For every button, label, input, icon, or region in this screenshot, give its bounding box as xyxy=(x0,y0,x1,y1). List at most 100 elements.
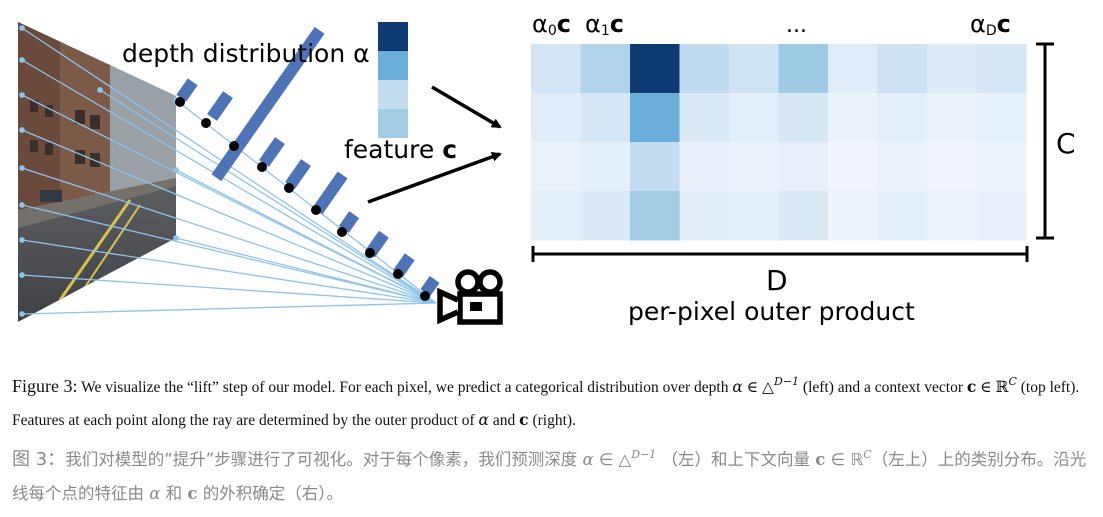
ray-8 xyxy=(21,302,437,315)
depth-bar-1 xyxy=(207,91,233,121)
matrix-cell-1-1 xyxy=(580,93,631,143)
ray-tip-8 xyxy=(19,311,25,317)
matrix-cell-1-4 xyxy=(729,93,779,143)
matrix-cell-2-8 xyxy=(927,142,977,192)
ray-point-2 xyxy=(229,141,239,151)
ray-sample-points xyxy=(175,97,430,301)
matrix-cell-0-1 xyxy=(580,44,631,94)
matrix-cell-0-4 xyxy=(729,44,779,94)
ray-tip-6 xyxy=(19,237,25,243)
feature-cell-2 xyxy=(378,80,408,109)
matrix-cell-3-8 xyxy=(927,191,977,241)
ray-tip-3 xyxy=(19,127,25,133)
feature-cell-1 xyxy=(378,51,408,80)
matrix-cell-1-6 xyxy=(828,93,878,143)
ray-11 xyxy=(175,169,437,304)
camera-icon xyxy=(437,269,503,325)
matrix-cell-3-1 xyxy=(580,191,631,241)
depth-distribution-label: depth distribution α xyxy=(122,39,370,68)
ray-6 xyxy=(21,239,437,304)
ray-12 xyxy=(175,237,437,304)
matrix-cell-2-9 xyxy=(976,142,1027,192)
d-dimension-bracket xyxy=(531,246,1029,262)
matrix-cell-3-4 xyxy=(729,191,779,241)
ray-point-7 xyxy=(365,248,375,258)
ray-tip-5 xyxy=(19,202,25,208)
matrix-cell-3-2 xyxy=(630,191,680,241)
arrow-feature-to-matrix xyxy=(367,152,502,204)
matrix-cell-0-0 xyxy=(531,44,581,94)
matrix-cell-3-3 xyxy=(679,191,730,241)
ray-point-4 xyxy=(284,183,294,193)
outer-product-label: per-pixel outer product xyxy=(628,297,915,326)
matrix-cell-3-0 xyxy=(531,191,581,241)
depth-bar-0 xyxy=(176,78,198,102)
matrix-cell-0-2 xyxy=(630,44,680,94)
matrix-cell-3-7 xyxy=(877,191,928,241)
ray-point-8 xyxy=(393,269,403,279)
ray-3 xyxy=(21,129,437,304)
depth-bar-9 xyxy=(420,276,440,296)
ray-tip-7 xyxy=(19,272,25,278)
caption-english: Figure 3: We visualize the “lift” step o… xyxy=(12,375,1080,429)
matrix-cell-1-2 xyxy=(630,93,680,143)
ray-point-5 xyxy=(311,205,321,215)
matrix-col-label-1: α1c xyxy=(585,10,624,39)
depth-bar-5 xyxy=(312,171,348,215)
ray-tip-4 xyxy=(19,165,25,171)
ray-tip-1 xyxy=(19,57,25,63)
matrix-col-label-d: αDc xyxy=(970,10,1011,39)
matrix-cell-2-4 xyxy=(729,142,779,192)
ray-point-0 xyxy=(175,97,185,107)
matrix-cell-2-5 xyxy=(778,142,829,192)
c-dimension-bracket xyxy=(1036,42,1054,240)
feature-vector xyxy=(378,22,408,138)
ray-point-9 xyxy=(420,291,430,301)
figure-label: Figure 3: xyxy=(12,376,78,396)
ray-9 xyxy=(99,89,437,304)
matrix-cell-2-0 xyxy=(531,142,581,192)
depth-bar-2 xyxy=(211,26,325,182)
matrix-cell-1-7 xyxy=(877,93,928,143)
matrix-cell-2-2 xyxy=(630,142,680,192)
camera-rays xyxy=(19,25,437,317)
depth-distribution-bars xyxy=(176,26,440,296)
matrix-cell-2-3 xyxy=(679,142,730,192)
ray-10 xyxy=(175,99,437,304)
matrix-cell-1-8 xyxy=(927,93,977,143)
matrix-cell-1-3 xyxy=(679,93,730,143)
ray-1 xyxy=(21,59,437,304)
matrix-cell-2-1 xyxy=(580,142,631,192)
feature-cell-0 xyxy=(378,22,408,51)
matrix-cell-0-9 xyxy=(976,44,1027,94)
depth-bar-4 xyxy=(285,159,311,189)
ray-7 xyxy=(21,274,437,304)
matrix-cell-0-7 xyxy=(877,44,928,94)
ray-point-1 xyxy=(201,118,211,128)
figure-label-zh: 图 3： xyxy=(12,449,66,470)
lift-step-figure: depth distribution α feature c α0c α1c .… xyxy=(18,10,1076,326)
c-dimension-label: C xyxy=(1056,127,1076,160)
matrix-cell-0-3 xyxy=(679,44,730,94)
d-dimension-label: D xyxy=(766,264,788,297)
matrix-cell-0-8 xyxy=(927,44,977,94)
ray-4 xyxy=(21,167,437,304)
ray-5 xyxy=(21,204,437,304)
matrix-cell-1-0 xyxy=(531,93,581,143)
ray-tip-9 xyxy=(97,87,103,93)
matrix-cell-0-5 xyxy=(778,44,829,94)
ray-tip-11 xyxy=(173,167,179,173)
matrix-cell-3-6 xyxy=(828,191,878,241)
matrix-cell-3-5 xyxy=(778,191,829,241)
matrix-cell-1-9 xyxy=(976,93,1027,143)
feature-cell-3 xyxy=(378,109,408,138)
ray-tip-2 xyxy=(19,92,25,98)
caption-chinese: 图 3：我们对模型的“提升”步骤进行了可视化。对于每个像素，我们预测深度 α ∈… xyxy=(12,448,1087,503)
depth-bar-3 xyxy=(259,137,285,167)
matrix-cell-2-7 xyxy=(877,142,928,192)
ray-tip-12 xyxy=(173,235,179,241)
ray-point-6 xyxy=(337,227,347,237)
outer-product-matrix xyxy=(531,44,1027,241)
matrix-cell-2-6 xyxy=(828,142,878,192)
ray-tip-0 xyxy=(19,25,25,31)
